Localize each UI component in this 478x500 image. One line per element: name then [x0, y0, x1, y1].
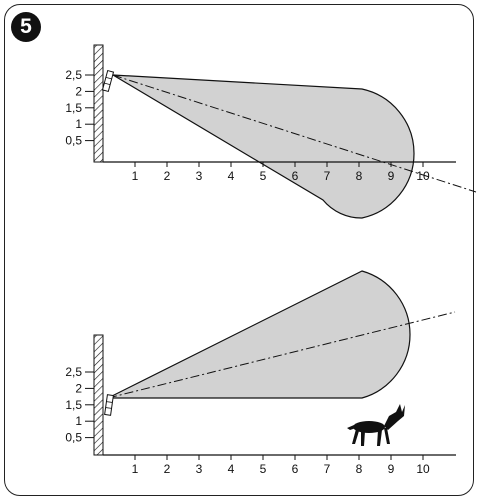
y-axis-ticks-bottom: 2,5 2 1,5 1 0,5: [65, 365, 94, 445]
x-axis-ticks-bottom: 1 2 3 4 5 6 7 8 9 10: [132, 455, 430, 476]
y-tick-label: 1: [75, 414, 82, 428]
y-tick-label: 2: [75, 381, 82, 395]
sensor-bottom: [104, 394, 114, 416]
x-tick-label: 8: [356, 169, 363, 183]
x-tick-label: 8: [356, 462, 363, 476]
y-tick-label: 2,5: [65, 365, 82, 379]
x-tick-label: 9: [388, 169, 395, 183]
x-tick-label: 3: [196, 169, 203, 183]
x-tick-label: 2: [164, 169, 171, 183]
x-axis-ticks-top: 1 2 3 4 5 6 7 8 9 10: [132, 162, 430, 183]
axis-line-bottom: [107, 311, 456, 399]
y-tick-label: 1,5: [65, 398, 82, 412]
x-tick-label: 6: [292, 169, 299, 183]
y-tick-label: 2,5: [65, 68, 82, 82]
x-tick-label: 1: [132, 462, 139, 476]
x-tick-label: 10: [416, 169, 430, 183]
x-tick-label: 2: [164, 462, 171, 476]
x-tick-label: 9: [388, 462, 395, 476]
y-tick-label: 1,5: [65, 101, 82, 115]
figure-number-badge: 5: [11, 12, 41, 42]
x-tick-label: 7: [324, 462, 331, 476]
diagram-bottom: 2,5 2 1,5 1 0,5 1 2 3 4 5 6 7 8 9 10: [65, 270, 456, 476]
x-tick-label: 1: [132, 169, 139, 183]
axis-line-top: [112, 74, 477, 193]
x-tick-label: 5: [260, 169, 267, 183]
x-tick-label: 6: [292, 462, 299, 476]
y-tick-label: 2: [75, 84, 82, 98]
y-tick-label: 0,5: [65, 431, 82, 445]
wall-bottom: [93, 334, 104, 456]
x-tick-label: 4: [228, 462, 235, 476]
wall-top: [93, 44, 104, 163]
detection-zone-top: [112, 74, 415, 219]
x-tick-label: 5: [260, 462, 267, 476]
figure-frame: [4, 4, 474, 496]
y-tick-label: 1: [75, 117, 82, 131]
x-tick-label: 10: [416, 462, 430, 476]
x-tick-label: 3: [196, 462, 203, 476]
x-tick-label: 7: [324, 169, 331, 183]
detection-zone-bottom: [107, 270, 411, 399]
x-tick-label: 4: [228, 169, 235, 183]
diagram-top: 2,5 2 1,5 1 0,5 1 2 3 4 5 6 7 8 9 10: [65, 44, 477, 219]
y-axis-ticks-top: 2,5 2 1,5 1 0,5: [65, 68, 94, 148]
dog-icon: [347, 404, 405, 446]
y-tick-label: 0,5: [65, 134, 82, 148]
sensor-top: [101, 69, 115, 93]
